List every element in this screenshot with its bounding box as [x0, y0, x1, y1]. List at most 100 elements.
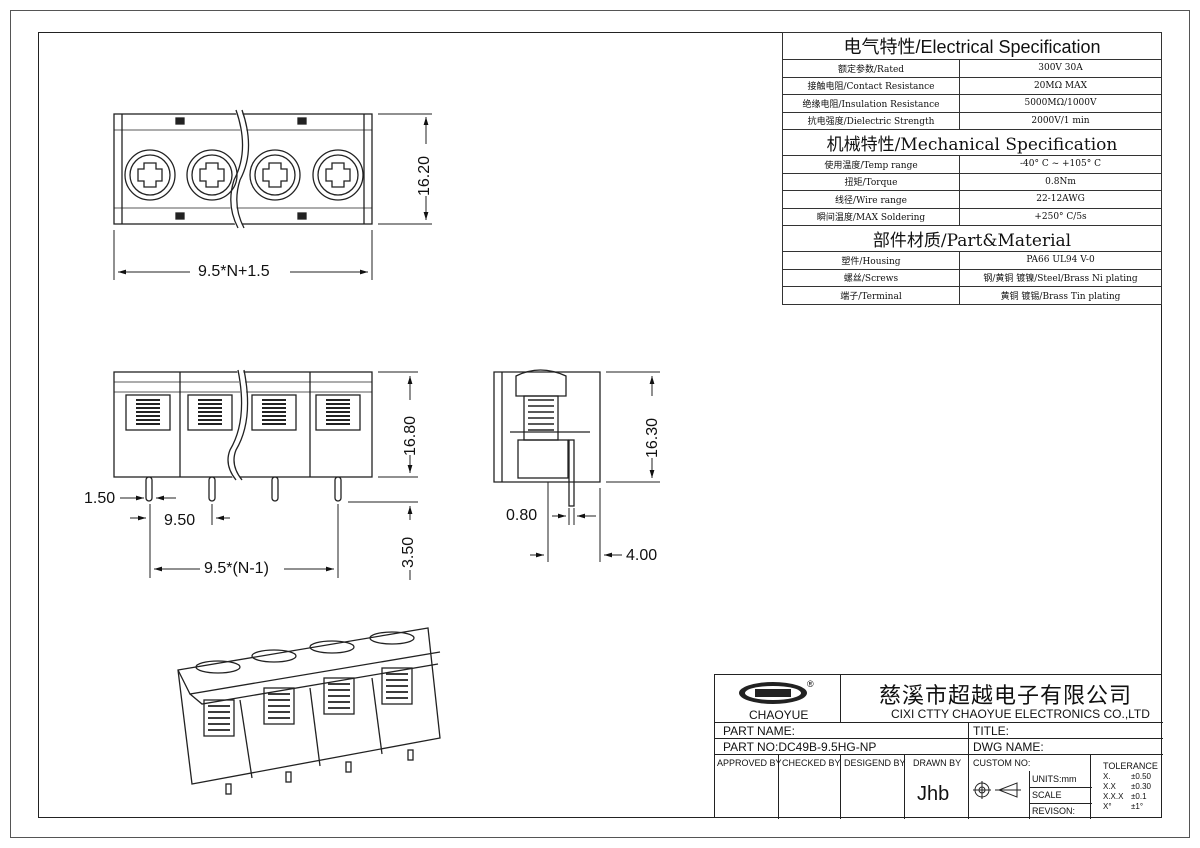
- tolerance-key: X.X.X: [1103, 792, 1124, 801]
- spring: [187, 394, 233, 431]
- screw-head: [124, 149, 176, 201]
- spec-value: 5000MΩ/1000V: [959, 94, 1162, 113]
- screw-head: [249, 149, 301, 201]
- spring: [125, 394, 171, 431]
- tolerance-cell: TOLERANCE X. ±0.50 X.X ±0.30 X.X.X ±0.1 …: [1091, 755, 1163, 819]
- tolerance-value: ±0.50: [1131, 772, 1151, 781]
- tolerance-value: ±0.30: [1131, 782, 1151, 791]
- part-no: PART NO:DC49B-9.5HG-NP: [723, 740, 877, 754]
- tolerance-value: ±1°: [1131, 802, 1144, 811]
- units-block: UNITS:mm SCALE REVISON:: [1029, 771, 1092, 819]
- spec-row: 瞬间温度/MAX Soldering+250° C/5s: [782, 207, 1162, 226]
- part-name-cell: PART NAME:: [715, 723, 969, 739]
- screw-head: [186, 149, 238, 201]
- custom-no-cell: CUSTOM NO: UNITS:mm SCALE REVISON:: [969, 755, 1092, 819]
- company-name-en: CIXI CTTY CHAOYUE ELECTRONICS CO.,LTD: [891, 707, 1150, 721]
- side-view: [493, 369, 601, 507]
- spec-label: 使用温度/Temp range: [782, 155, 960, 174]
- dim-top-height: 16.20: [416, 155, 433, 196]
- title-block: ® CHAOYUE 慈溪市超越电子有限公司 CIXI CTTY CHAOYUE …: [714, 674, 1163, 819]
- title-cell: TITLE:: [969, 723, 1163, 739]
- dwg-name-cell: DWG NAME:: [969, 739, 1163, 755]
- spec-value: -40° C ~ +105° C: [959, 155, 1162, 174]
- drawn-by-cell: DRAWN BY Jhb: [905, 755, 969, 819]
- company-name-area: 慈溪市超越电子有限公司 CIXI CTTY CHAOYUE ELECTRONIC…: [841, 675, 1163, 723]
- spec-row: 使用温度/Temp range-40° C ~ +105° C: [782, 155, 1162, 174]
- spec-label: 螺丝/Screws: [782, 268, 960, 287]
- material-spec-title: 部件材质/Part&Material: [782, 225, 1162, 252]
- part-no-cell: PART NO:DC49B-9.5HG-NP: [715, 739, 969, 755]
- designed-by-cell: DESIGEND BY: [841, 755, 906, 819]
- spec-value: PA66 UL94 V-0: [959, 251, 1162, 270]
- projection-symbol-icon: [973, 781, 1021, 799]
- spec-value: 2000V/1 min: [959, 111, 1162, 130]
- dim-side-pin-width: 0.80: [506, 507, 538, 524]
- dim-side-offset: 4.00: [626, 547, 658, 564]
- logo-registered-mark: ®: [807, 679, 814, 689]
- specification-table: 电气特性/Electrical Specification 额定参数/Rated…: [782, 32, 1162, 305]
- spec-label: 绝缘电阻/Insulation Resistance: [782, 94, 960, 113]
- spec-label: 塑件/Housing: [782, 251, 960, 270]
- tolerance-title: TOLERANCE: [1103, 761, 1158, 771]
- dim-front-height: 16.80: [402, 415, 419, 456]
- isometric-view: [177, 627, 441, 795]
- spec-label: 瞬间温度/MAX Soldering: [782, 207, 960, 226]
- tolerance-key: X°: [1103, 802, 1112, 811]
- top-view: [113, 109, 373, 230]
- spec-label: 线径/Wire range: [782, 190, 960, 209]
- spec-value: 22-12AWG: [959, 190, 1162, 209]
- spec-label: 接触电阻/Contact Resistance: [782, 76, 960, 95]
- dim-pin-diameter: 1.50: [84, 490, 116, 507]
- company-logo-icon: ®: [739, 679, 814, 704]
- electrical-spec-title: 电气特性/Electrical Specification: [782, 32, 1162, 60]
- title-label: TITLE:: [973, 724, 1010, 738]
- drawing-sheet-border: [10, 10, 1190, 838]
- spec-label: 抗电强度/Dielectric Strength: [782, 111, 960, 130]
- designed-by-label: DESIGEND BY: [844, 758, 906, 768]
- spec-value: 0.8Nm: [959, 172, 1162, 191]
- dim-span: 9.5*(N-1): [204, 560, 269, 577]
- drawn-by-value: Jhb: [917, 783, 950, 805]
- dim-top-width: 9.5*N+1.5: [198, 263, 270, 280]
- spec-value: 300V 30A: [959, 59, 1162, 78]
- tolerance-key: X.X: [1103, 782, 1116, 791]
- checked-by-cell: CHECKED BY: [779, 755, 841, 819]
- approved-by-label: APPROVED BY: [717, 758, 782, 768]
- spec-value: 20MΩ MAX: [959, 76, 1162, 95]
- dim-pitch: 9.50: [164, 512, 196, 529]
- units-cell: UNITS:mm: [1030, 771, 1092, 788]
- part-name-label: PART NAME:: [723, 724, 796, 738]
- spec-value: 黄铜 镀锡/Brass Tin plating: [959, 286, 1162, 305]
- scale-label: SCALE: [1032, 790, 1062, 800]
- spec-label: 额定参数/Rated: [782, 59, 960, 78]
- drawn-by-label: DRAWN BY: [913, 758, 962, 768]
- custom-no-label: CUSTOM NO:: [973, 758, 1031, 768]
- scale-cell: SCALE: [1030, 787, 1092, 804]
- checked-by-label: CHECKED BY: [782, 758, 841, 768]
- revision-label: REVISON:: [1032, 806, 1076, 816]
- screw-head: [312, 149, 364, 201]
- company-name-cn: 慈溪市超越电子有限公司: [879, 684, 1133, 709]
- dim-pin-length: 3.50: [400, 536, 417, 568]
- spring: [315, 394, 361, 431]
- logo-area: ® CHAOYUE: [715, 675, 841, 723]
- spring: [251, 394, 297, 431]
- front-view: [113, 369, 373, 502]
- tolerance-value: ±0.1: [1131, 792, 1147, 801]
- dwg-name-label: DWG NAME:: [973, 740, 1044, 754]
- units-label: UNITS:mm: [1032, 774, 1077, 784]
- spec-value: 钢/黄铜 镀镍/Steel/Brass Ni plating: [959, 268, 1162, 287]
- tolerance-key: X.: [1103, 772, 1111, 781]
- spec-value: +250° C/5s: [959, 207, 1162, 226]
- drawing-frame: [38, 32, 1162, 818]
- logo-text: CHAOYUE: [749, 708, 809, 722]
